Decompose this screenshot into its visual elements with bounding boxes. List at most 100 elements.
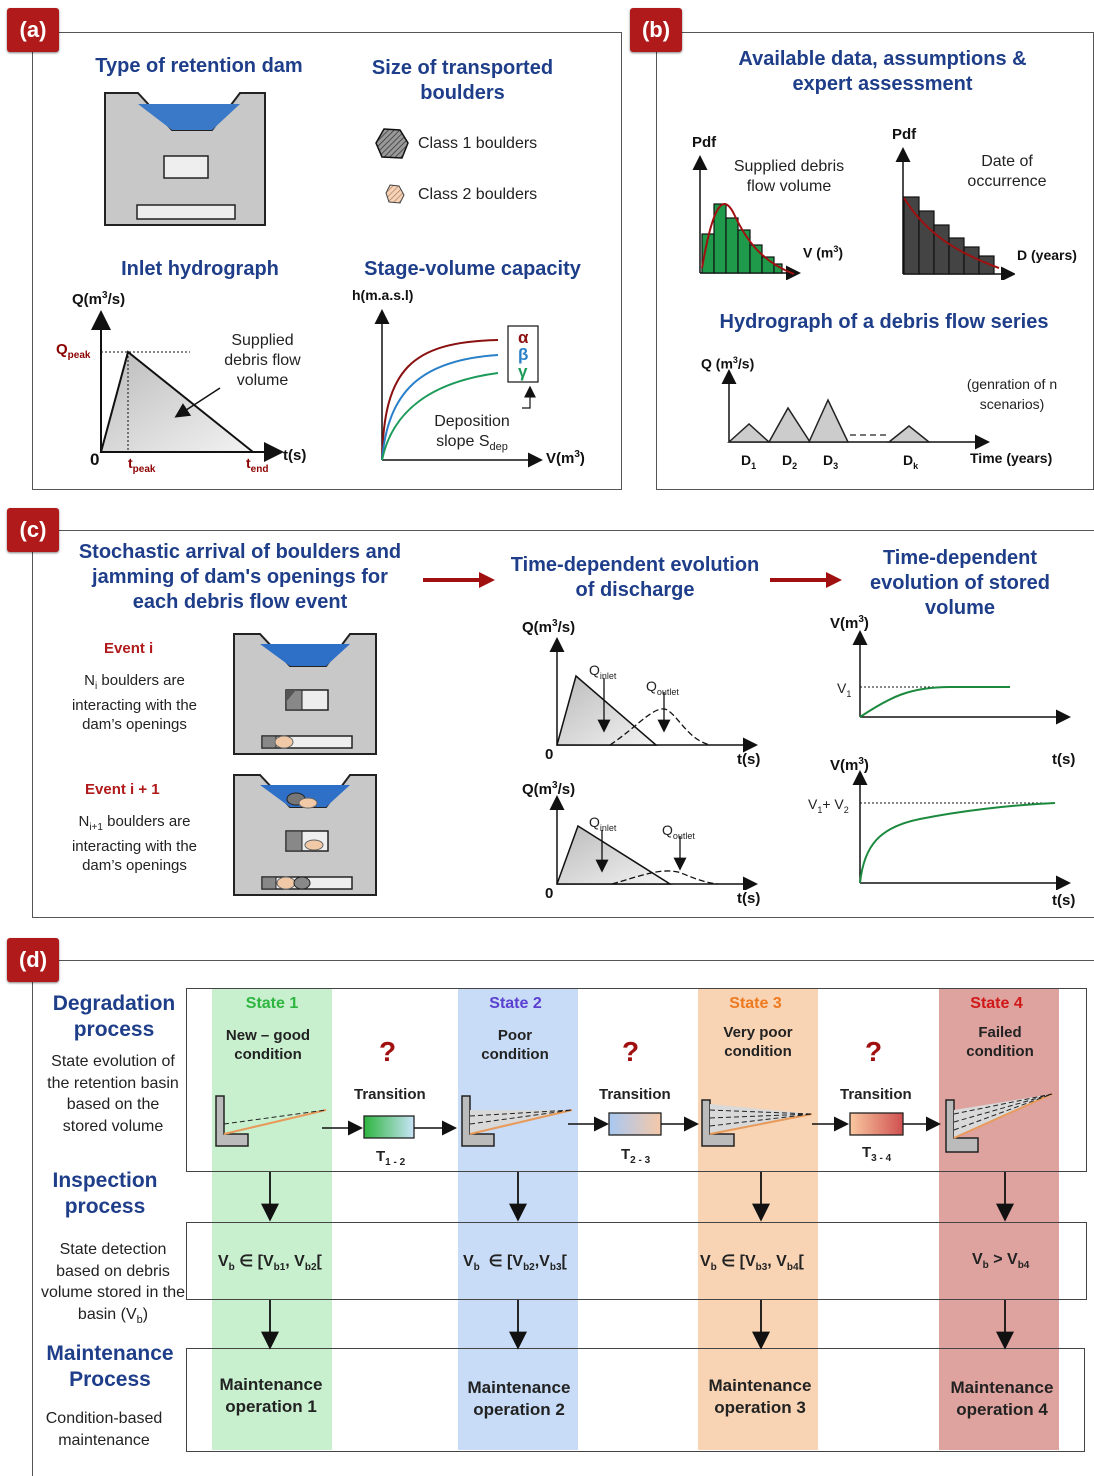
panel-b-badge: (b) [630,8,682,52]
deposition-slope-label: Deposition slope Sdep [434,413,510,454]
maintenance-op-3: Maintenance operation 3 [708,1376,812,1417]
discharge2-t-label: t(s) [737,890,761,907]
state4-label: State 4 [970,995,1023,1012]
retention-dam-drawing [104,92,266,226]
d3-label: D3 [823,452,839,471]
transition1-sub: T1 - 2 [376,1148,406,1168]
alpha-label: α [518,328,529,347]
discharge2-q-label: Q(m3/s) [522,780,576,798]
v-axis-label: V(m3) [546,449,585,467]
dam-type-title: Type of retention dam [95,55,303,77]
discharge2-zero: 0 [545,885,554,902]
dam-event-i1 [233,774,377,896]
series-hydrograph-title: Hydrograph of a debris flow series [719,311,1049,333]
v-m3-label: V (m3) [803,244,844,261]
state4-range: Vb > Vb4 [972,1251,1030,1272]
inspection-process-desc: State detection based on debris volume s… [40,1241,186,1326]
class2-boulder-icon [385,184,405,204]
maintenance-process-title: Maintenance Process [46,1342,174,1391]
flow-arrow-2-icon [770,572,842,588]
state2-condition: Poor condition [481,1027,549,1063]
transition1-question-icon: ? [379,1036,397,1067]
maintenance-op-4: Maintenance operation 4 [950,1378,1054,1419]
discharge-plot-2 [549,795,758,890]
boulder-size-title: Size of transported boulders [371,57,554,104]
vertical-arrows [261,1172,1014,1350]
volume-plot-1 [852,630,1071,725]
discharge-evolution-title: Time-dependent evolution of discharge [510,554,760,601]
event-i-label: Event i [104,640,154,657]
panel-c [32,530,1094,918]
state2-label: State 2 [489,995,542,1012]
qpeak-label: Qpeak [56,341,91,361]
d2-label: D2 [782,452,798,471]
t-axis-label: t(s) [283,447,307,464]
transition2-question-icon: ? [622,1036,640,1067]
panel-c-badge: (c) [7,508,59,552]
degradation-process-title: Degradation process [52,992,176,1041]
class1-label: Class 1 boulders [418,135,538,152]
transition2-label: Transition [599,1086,671,1103]
stage-volume-plot [374,309,543,468]
state3-range: Vb ∈ [Vb3, Vb4[ [700,1253,804,1274]
stage-volume-title: Stage-volume capacity [364,258,581,280]
transition3-question-icon: ? [865,1036,883,1067]
transition3-sub: T3 - 4 [862,1144,892,1164]
state3-label: State 3 [729,995,782,1012]
qoutlet-2-label: Qoutlet [662,822,695,841]
panel-d-badge: (d) [7,938,59,982]
volume1-v-label: V(m3) [830,614,869,632]
volume1-t-label: t(s) [1052,751,1076,768]
pdf2-label: Pdf [892,126,917,143]
discharge1-q-label: Q(m3/s) [522,618,576,636]
qoutlet-1-label: Qoutlet [646,678,679,697]
panel-a [32,32,622,490]
tend-label: tend [246,455,269,475]
inspection-row [186,1222,1087,1300]
event-i-desc: Ni boulders are interacting with the dam… [71,672,198,733]
date-occurrence-label: Date of occurrence [967,153,1047,190]
degradation-flow-drawing [215,1093,1053,1153]
transition1-label: Transition [354,1086,426,1103]
degradation-row [186,988,1087,1172]
qinlet-2-label: Qinlet [589,814,617,833]
panel-d-leftline [32,960,33,1476]
zero-label: 0 [90,450,100,469]
tpeak-label: tpeak [128,455,156,475]
supplied-volume-label: Supplied debris flow volume [224,332,301,389]
volume2-v-label: V(m3) [830,756,869,774]
maintenance-row [186,1348,1085,1452]
stochastic-arrival-title: Stochastic arrival of boulders and jammi… [78,541,402,613]
state2-range: Vb ∈ [Vb2,Vb3[ [463,1253,567,1274]
stored-volume-title: Time-dependent evolution of stored volum… [870,547,1050,619]
inspection-process-title: Inspection process [52,1169,158,1218]
time-years-label: Time (years) [970,450,1053,466]
event-i1-label: Event i + 1 [85,781,160,798]
degradation-process-desc: State evolution of the retention basin b… [47,1053,179,1135]
flow-arrow-1-icon [423,572,495,588]
maintenance-process-desc: Condition-based maintenance [45,1410,163,1449]
class1-boulder-icon [375,128,409,159]
h-axis-label: h(m.a.s.l) [352,287,414,303]
q-axis-label: Q(m3/s) [72,290,126,308]
class2-label: Class 2 boulders [418,186,538,203]
qinlet-1-label: Qinlet [589,662,617,681]
d1-label: D1 [741,452,757,471]
transition2-sub: T2 - 3 [621,1146,651,1166]
discharge1-t-label: t(s) [737,751,761,768]
scenarios-label: (genration of n scenarios) [966,376,1058,412]
beta-label: β [518,345,529,364]
maintenance-op-1: Maintenance operation 1 [219,1375,323,1416]
date-pdf-histogram [895,147,1015,280]
discharge-plot-1 [549,637,758,753]
dam-event-i [233,633,377,755]
state1-condition: New – good condition [225,1027,311,1063]
state1-range: Vb ∈ [Vb1, Vb2[ [218,1253,322,1274]
dk-label: Dk [903,452,919,471]
panel-d-topline [32,960,1094,961]
v1-label: V1 [837,680,852,699]
series-q-label: Q (m3/s) [701,355,755,372]
discharge1-zero: 0 [545,746,554,763]
supplied-debris-label: Supplied debris flow volume [733,158,845,195]
transition3-label: Transition [840,1086,912,1103]
